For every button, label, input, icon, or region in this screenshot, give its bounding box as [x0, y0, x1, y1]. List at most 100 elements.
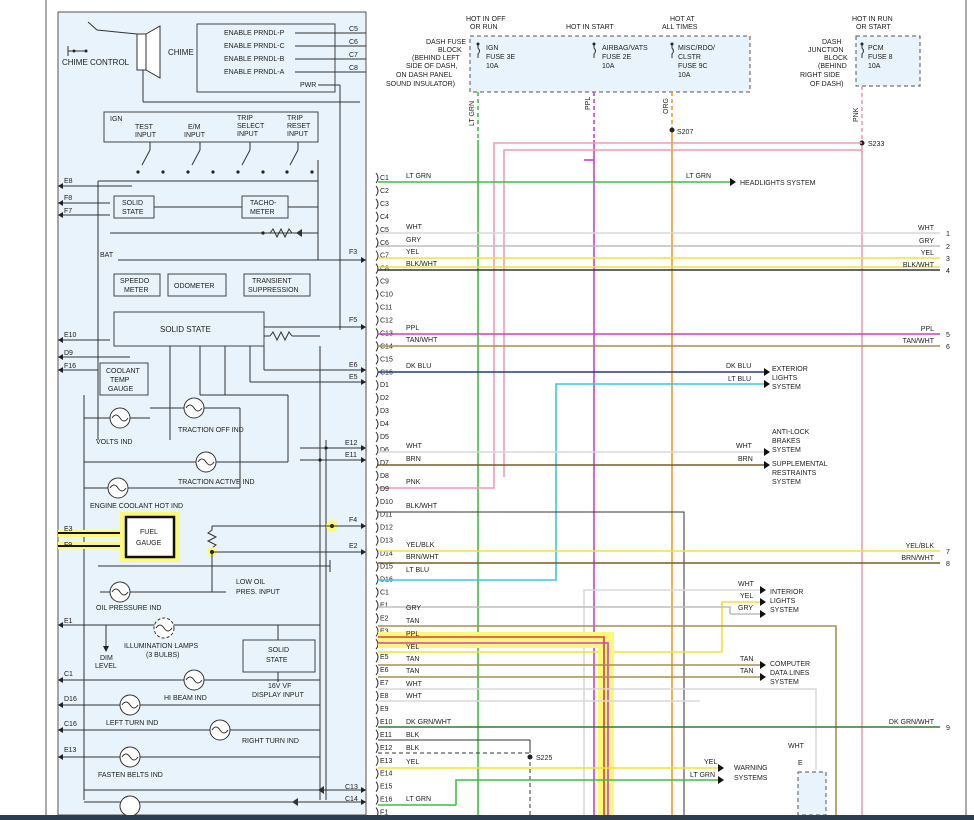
- pin-c6: C6: [349, 39, 358, 46]
- connector-pin-label: E13: [380, 758, 393, 765]
- hi-beam-label: HI BEAM IND: [164, 695, 207, 702]
- connector-pin-label: E11: [380, 732, 392, 739]
- pin-e13-left: E13: [64, 747, 77, 754]
- warning-wire-ltgrn: LT GRN: [690, 772, 715, 779]
- solid-state-small-2: STATE: [122, 209, 144, 216]
- odometer-label: ODOMETER: [174, 283, 214, 290]
- prndl-b: ENABLE PRNDL-B: [224, 56, 285, 63]
- connector-pin-label: E16: [380, 797, 393, 804]
- connector-pin-label: D5: [380, 434, 389, 441]
- connector-pin-column: C1C2C3C4C5C6C7C8C9C10C11C12C13C14C15C16D…: [375, 172, 393, 818]
- wire-d15-label: BRN/WHT: [406, 554, 439, 561]
- connector-pin-arc: [375, 457, 379, 469]
- wire-e5-label: TAN: [406, 656, 419, 663]
- wht-e-wire: WHT: [788, 743, 805, 750]
- connector-pin-label: D6: [380, 447, 389, 454]
- connector-pin-arc: [375, 418, 379, 430]
- fuel-gauge: [124, 515, 176, 559]
- bat-label: BAT: [100, 252, 114, 259]
- right-turn-label: RIGHT TURN IND: [242, 738, 299, 745]
- connector-pin-label: D4: [380, 421, 389, 428]
- connector-pin-arc: [375, 535, 379, 546]
- fuse-airbag-2: FUSE 2E: [602, 54, 632, 61]
- fuse-pcm-3: 10A: [868, 63, 881, 70]
- prndl-p: ENABLE PRNDL-P: [224, 30, 285, 37]
- connector-pin-arc: [375, 690, 379, 702]
- speedo-2: METER: [124, 287, 149, 294]
- connector-pin-label: D13: [380, 538, 393, 545]
- pin-e12: E12: [345, 440, 358, 447]
- connector-pin-arc: [375, 483, 379, 495]
- connector-pin-label: F1: [380, 810, 388, 817]
- connector-pin-label: D8: [380, 473, 389, 480]
- wire-c14-label: TAN/WHT: [406, 337, 438, 344]
- connector-pin-arc: [375, 794, 379, 805]
- connector-pin-label: E9: [380, 706, 389, 713]
- coolant-3: GAUGE: [108, 386, 134, 393]
- bottom-scrollbar[interactable]: [0, 815, 974, 820]
- wire-e3-label: PPL: [406, 631, 419, 638]
- wire-e16-label: LT GRN: [406, 796, 431, 803]
- trip-select-1: TRIP: [237, 115, 253, 122]
- fuse-ign-1: IGN: [486, 45, 498, 52]
- connector-pin-label: D1: [380, 382, 389, 389]
- dash-fuse-4: SIDE OF DASH,: [406, 63, 457, 70]
- dim-level-1: DIM: [100, 655, 113, 662]
- tacho-1: TACHO-: [250, 200, 277, 207]
- connector-pin-label: C10: [380, 292, 393, 299]
- connector-pin-arc: [375, 315, 379, 326]
- connector-pin-arc: [375, 289, 379, 300]
- right-ref-wire-label: GRY: [919, 238, 934, 245]
- pin-e6: E6: [349, 362, 358, 369]
- connector-pin-arc: [375, 366, 379, 378]
- pin-e3: E3: [64, 526, 73, 533]
- right-ref-wire-label: WHT: [918, 225, 935, 232]
- connector-pin-arc: [375, 198, 379, 210]
- wire-c1-label-right: LT GRN: [686, 173, 711, 180]
- interior-1: INTERIOR: [770, 589, 803, 596]
- pin-c1-left: C1: [64, 671, 73, 678]
- wire-c5-label: WHT: [406, 224, 423, 231]
- pin-f9: F9: [64, 542, 72, 549]
- trip-reset-3: INPUT: [287, 131, 309, 138]
- connector-pin-label: D11: [380, 512, 392, 519]
- right-ref-number: 8: [946, 561, 950, 568]
- solid-state-lower: [242, 639, 316, 673]
- engine-coolant-label: ENGINE COOLANT HOT IND: [90, 503, 183, 510]
- wire-pnk-feed: PNK: [853, 107, 860, 122]
- connector-pin-arc: [375, 755, 379, 767]
- right-ref-wire-label: BRN/WHT: [901, 555, 934, 562]
- wire-d16-label: LT BLU: [406, 567, 429, 574]
- connector-pin-arc: [375, 302, 379, 313]
- connector-pin-label: E6: [380, 667, 389, 674]
- warning-1: WARNING: [734, 765, 768, 772]
- connector-pin-arc: [375, 353, 379, 365]
- pin-c8: C8: [349, 65, 358, 72]
- dash-fuse-5: ON DASH PANEL: [396, 72, 452, 79]
- connector-pin-arc: [375, 651, 379, 663]
- connector-pin-arc: [375, 587, 379, 598]
- connector-pin-arc: [375, 250, 379, 262]
- connector-pin-arc: [375, 379, 379, 391]
- connector-pin-label: C6: [380, 240, 389, 247]
- wire-e13-label: YEL: [406, 759, 419, 766]
- pin-d16: D16: [64, 696, 77, 703]
- connector-pin-arc: [375, 444, 379, 456]
- connector-pin-arc: [375, 341, 379, 352]
- connector-pin-arc: [375, 625, 379, 637]
- connector-pin-arc: [375, 612, 379, 624]
- fuel-gauge-1: FUEL: [140, 529, 158, 536]
- pin-e1: E1: [64, 618, 73, 625]
- right-ref-number: 5: [946, 332, 950, 339]
- traction-active-label: TRACTION ACTIVE IND: [178, 479, 255, 486]
- traction-off-lamp: [183, 397, 205, 419]
- connector-pin-label: C1: [380, 589, 389, 596]
- supplemental-1: SUPPLEMENTAL: [772, 461, 828, 468]
- oil-pressure-label: OIL PRESSURE IND: [96, 605, 161, 612]
- wire-d9-label: PNK: [406, 479, 421, 486]
- volts-ind-lamp: [109, 407, 131, 429]
- right-reference-labels: WHT1GRY2YEL3BLK/WHT4PPL5TAN/WHT6YEL/BLK7…: [889, 225, 950, 732]
- connector-pin-label: E14: [380, 771, 393, 778]
- connector-pin-label: E5: [380, 654, 389, 661]
- connector-pin-label: E12: [380, 745, 393, 752]
